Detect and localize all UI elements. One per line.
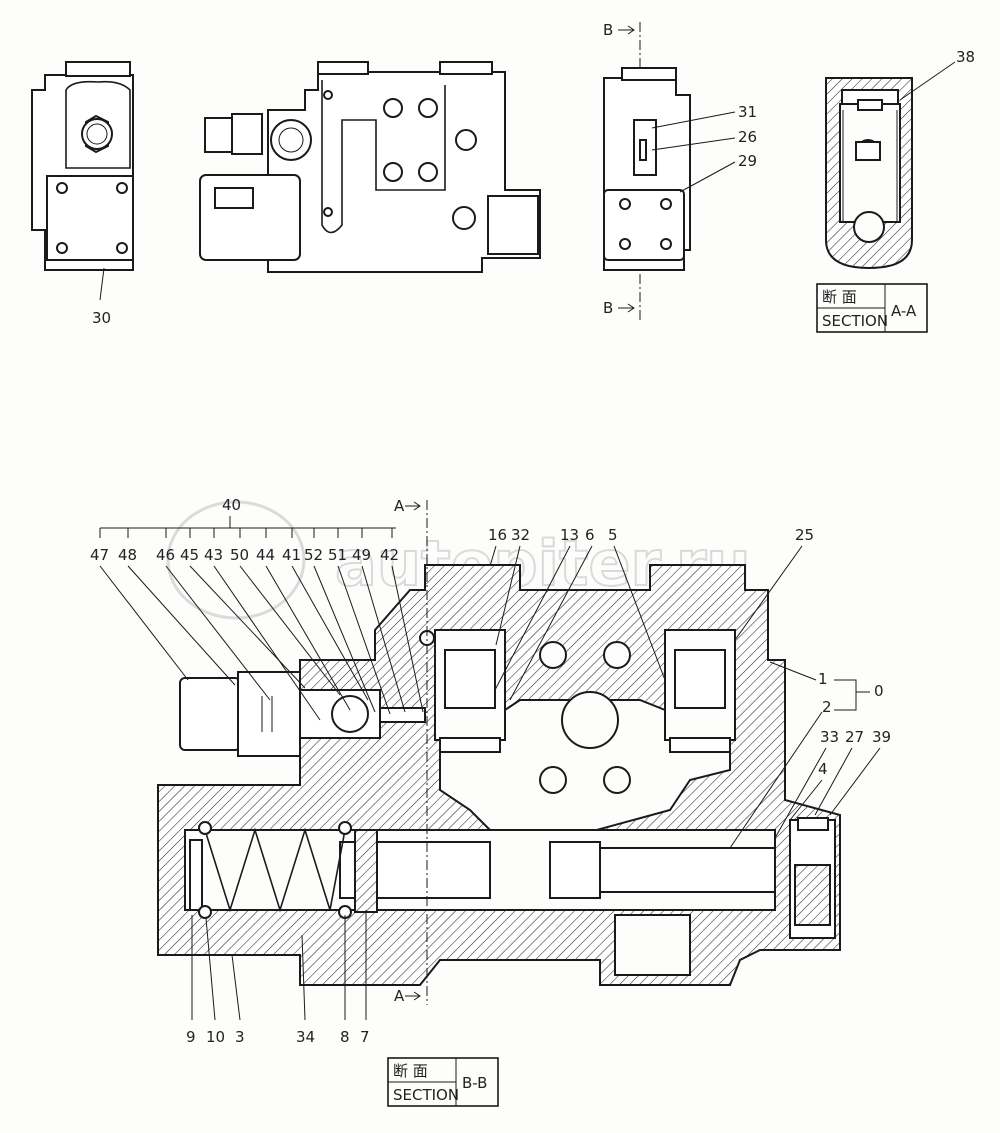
section-a-a-view: 38 断 面 SECTION A-A [816,48,975,333]
part-label-9: 9 [186,1028,196,1046]
right-part-labels: 1 0 2 33 27 39 4 [729,661,891,849]
left-end-view: 30 [31,61,134,327]
part-label-42: 42 [380,546,399,564]
part-label-7: 7 [360,1028,370,1046]
section-b-b-title: 断 面 SECTION B-B [387,1057,499,1107]
part-label-34: 34 [296,1028,315,1046]
part-label-52: 52 [304,546,323,564]
part-label-1: 1 [818,670,828,688]
part-label-6: 6 [585,526,595,544]
part-label-13: 13 [560,526,579,544]
part-label-32: 32 [511,526,530,544]
top-part-labels: 16 32 13 6 5 25 [488,526,814,701]
part-label-8: 8 [340,1028,350,1046]
part-label-10: 10 [206,1028,225,1046]
part-label-44: 44 [256,546,275,564]
part-label-48: 48 [118,546,137,564]
part-label-49: 49 [352,546,371,564]
part-label-2: 2 [822,698,832,716]
group-40-bracket: 40 [99,496,396,538]
front-view [199,61,541,273]
section-a-a-title-jp: 断 面 [822,288,857,306]
part-label-39: 39 [872,728,891,746]
section-a-a-id: A-A [891,302,917,320]
part-label-47: 47 [90,546,109,564]
part-label-45: 45 [180,546,199,564]
part-label-29: 29 [738,152,757,170]
part-label-51: 51 [328,546,347,564]
part-label-40: 40 [222,496,241,514]
part-label-41: 41 [282,546,301,564]
part-label-30: 30 [92,309,111,327]
part-label-50: 50 [230,546,249,564]
part-label-4: 4 [818,760,828,778]
part-label-31: 31 [738,103,757,121]
cut-mark-a-top: A [394,497,405,515]
bottom-part-labels: 9 10 3 34 8 7 [186,910,370,1046]
part-label-43: 43 [204,546,223,564]
section-b-b-view: A A [157,497,841,1005]
part-label-16: 16 [488,526,507,544]
section-a-a-title-en: SECTION [822,312,888,330]
part-label-33: 33 [820,728,839,746]
part-label-38: 38 [956,48,975,66]
cut-mark-b-bottom: B [603,299,613,317]
section-b-b-id: B-B [462,1074,487,1092]
cut-mark-a-bottom: A [394,987,405,1005]
part-label-3: 3 [235,1028,245,1046]
part-label-5: 5 [608,526,618,544]
part-label-25: 25 [795,526,814,544]
part-label-27: 27 [845,728,864,746]
section-b-b-title-jp: 断 面 [393,1062,428,1080]
cut-mark-b-top: B [603,21,613,39]
part-label-26: 26 [738,128,757,146]
section-b-b-title-en: SECTION [393,1086,459,1104]
top-left-part-labels: 47 48 46 45 43 50 44 41 52 51 49 42 [90,546,424,721]
part-label-0: 0 [874,682,884,700]
part-label-46: 46 [156,546,175,564]
right-end-view: B B 31 26 29 [603,21,757,320]
